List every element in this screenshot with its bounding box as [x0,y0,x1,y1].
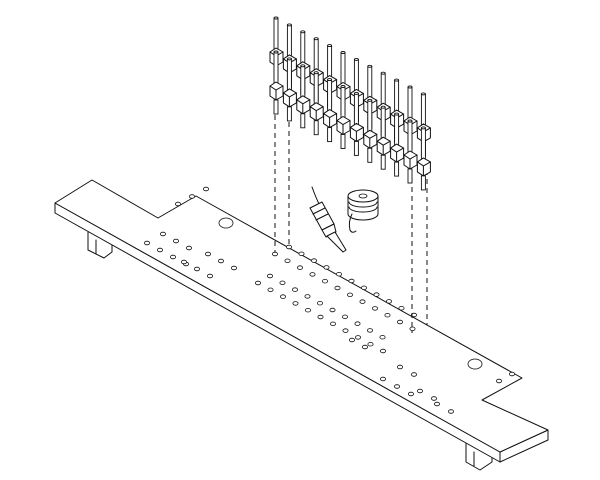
board-hole [284,258,291,263]
header-pin [323,78,338,143]
header-pin [323,44,338,109]
board-hole [385,299,392,304]
board-hole [447,409,454,414]
board-hole [204,251,211,257]
board-hole [416,388,423,394]
board-hole [188,194,195,199]
board-hole [298,251,305,256]
board-hole [354,335,361,340]
mounting-hole-right [467,358,483,370]
board-hole [354,321,361,326]
board-hole [317,314,324,320]
board-hole [348,337,355,343]
board-hole [266,273,273,279]
board-hole [159,231,166,237]
board-hole [396,364,403,370]
board-hole [329,307,336,313]
alignment-guides [274,97,428,333]
solder-wire [348,213,357,233]
board-hole [396,319,403,325]
board-hole [407,391,414,397]
board-hole [410,312,417,318]
board-hole [366,328,373,333]
board-hole [304,294,311,299]
soldering-iron-icon [309,186,347,253]
board-hole [409,326,416,331]
board-hole [193,266,200,272]
board-hole [230,265,237,271]
header-pin [269,50,284,115]
board-hole [156,247,163,253]
spool-body [347,195,379,221]
header-pin [336,85,351,149]
board-hole [185,245,192,251]
board-hole [279,294,286,299]
header-pin [363,98,378,163]
pin-header-assembly [269,16,431,191]
board-hole [384,313,391,318]
circuit-board [54,179,549,471]
board-hole [348,278,355,284]
board-hole [398,306,405,311]
board-hole [433,401,440,407]
solder-spool-icon [347,189,379,233]
board-hole [206,273,213,279]
spool-hub [358,193,368,199]
board-hole [430,396,437,401]
board-hole [359,299,366,304]
board-hole [373,292,380,297]
board-hole [346,292,353,297]
board-hole [321,279,328,284]
board-hole [174,201,181,207]
board-hole [169,254,176,260]
board-hole [379,335,386,340]
board-hole [267,287,274,292]
board-hole [285,244,292,250]
board-hole [279,280,286,285]
board-hole [296,265,303,270]
board-top-surface [54,179,549,453]
board-hole [410,372,417,377]
board-hole [172,238,179,244]
board-hole [309,272,316,277]
board-hole-grid [143,186,515,414]
header-pin [416,126,431,191]
board-hole [323,265,330,270]
board-hole [334,285,341,291]
board-hole [304,308,311,313]
board-hole [316,301,323,306]
board-hole [180,259,187,265]
board-hole [379,348,386,354]
board-hole [271,251,278,257]
board-hole [217,258,224,264]
board-hole [335,272,342,277]
board-hole [310,258,317,263]
pin-header-lower [269,50,431,191]
header-pin [390,112,405,177]
board-hole [367,342,374,347]
board-hole [292,301,299,306]
board-hole [143,240,150,246]
board-hole [329,321,336,326]
board-hole [393,384,400,389]
board-hole [379,376,386,382]
board-hole [360,285,367,290]
header-pin [403,119,418,184]
board-hole [342,328,349,333]
board-hole [202,186,209,192]
header-pin [376,105,391,170]
board-hole [291,287,298,292]
mounting-hole-left [218,217,234,229]
header-pin [349,91,364,156]
board-hole [254,280,261,286]
board-hole [341,314,348,319]
board-hole [495,378,502,384]
board-hole [361,344,368,350]
iron-tip [326,231,347,253]
board-hole [371,306,378,311]
header-pin [296,64,311,129]
board-hole [508,371,515,377]
